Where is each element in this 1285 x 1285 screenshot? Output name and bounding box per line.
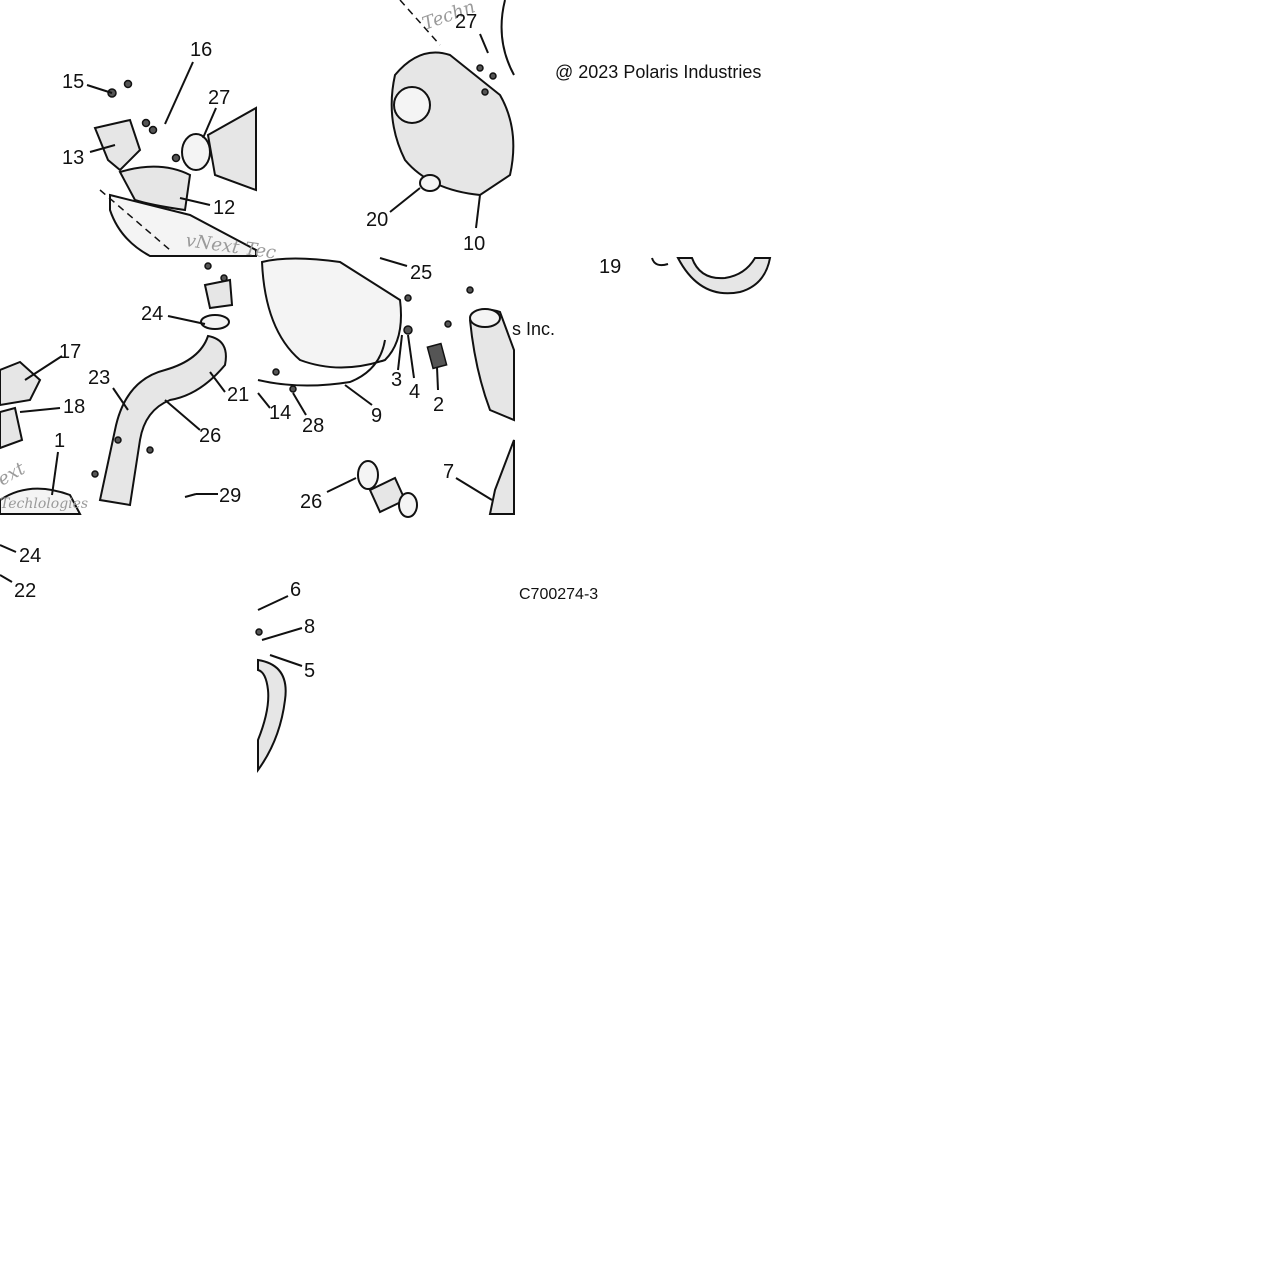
watermark-fragment: vNext Tec: [184, 230, 277, 263]
copyright-notice: @ 2023 Polaris Industries: [555, 62, 761, 82]
callout-1: 1: [54, 430, 65, 452]
callout-29: 29: [219, 485, 241, 507]
callout-23: 23: [88, 367, 110, 389]
callout-2: 2: [433, 394, 444, 416]
bolt: [403, 325, 413, 335]
bolt: [481, 88, 489, 96]
bolt: [444, 320, 452, 328]
bolt: [289, 385, 297, 393]
pipe-edge-shape: [488, 439, 515, 515]
callout-25: 25: [410, 262, 432, 284]
gasket-outline: [257, 339, 386, 387]
fan-housing-shape: [0, 360, 42, 407]
bolt: [123, 79, 133, 89]
tile-top-middle: [390, 0, 515, 197]
clamp-arc: [651, 257, 669, 267]
gasket-arc: [500, 0, 515, 76]
callout-10: 10: [463, 233, 485, 255]
callout-26: 26: [199, 425, 221, 447]
bolt: [91, 470, 99, 478]
bolt: [272, 368, 280, 376]
callout-21: 21: [227, 384, 249, 406]
callout-3: 3: [391, 369, 402, 391]
callout-19: 19: [599, 256, 621, 278]
callout-13: 13: [62, 147, 84, 169]
callouts: 16 15 27 13 12 27 20 10 19 24 17 23 21 1…: [14, 11, 621, 682]
bolt: [466, 286, 474, 294]
bolt: [171, 153, 181, 163]
clamp-ring: [357, 460, 379, 490]
bolt: [404, 294, 412, 302]
pin: [184, 493, 197, 498]
callout-28: 28: [302, 415, 324, 437]
clamp-ring: [181, 133, 211, 171]
exhaust-pipe-shape: [257, 658, 287, 774]
tile-top-right: [651, 257, 772, 295]
fan-cover-shape: [0, 487, 82, 515]
callout-8: 8: [304, 616, 315, 638]
bolt: [489, 72, 497, 80]
callout-6: 6: [290, 579, 301, 601]
bolt: [114, 436, 122, 444]
callout-5: 5: [304, 660, 315, 682]
lower-cover-shape: [109, 193, 257, 257]
callout-27b: 27: [455, 11, 477, 33]
inlet-cap: [469, 308, 501, 328]
callout-26b: 26: [300, 491, 322, 513]
watermark-fragment: ext: [0, 458, 29, 491]
callout-4: 4: [409, 381, 420, 403]
bolt: [476, 64, 484, 72]
tile-top-left: [93, 79, 257, 257]
outer-cover-shape: [260, 257, 402, 369]
outlet-elbow-shape: [203, 278, 234, 310]
callout-14: 14: [269, 402, 291, 424]
callout-24b: 24: [19, 545, 41, 567]
clutch-cover-shape: [390, 51, 515, 197]
callout-12: 12: [213, 197, 235, 219]
callout-18: 18: [63, 396, 85, 418]
dashed-guide: [99, 189, 171, 251]
callout-22: 22: [14, 580, 36, 602]
bolt: [220, 274, 228, 282]
bolt: [146, 446, 154, 454]
duct-pipe-shape: [98, 334, 227, 507]
dashed-guide: [399, 0, 441, 46]
tile-center: [257, 257, 515, 518]
callout-15: 15: [62, 71, 84, 93]
clutch-hub: [393, 86, 431, 124]
intake-tube-shape: [206, 106, 257, 192]
bolt: [148, 125, 158, 135]
fan-housing-lower: [0, 406, 24, 450]
bolt: [255, 628, 263, 636]
callout-17: 17: [59, 341, 81, 363]
bolt: [141, 118, 151, 128]
figure-code: C700274-3: [519, 586, 598, 603]
seal-washer: [419, 174, 441, 192]
decal-plate: [426, 342, 448, 370]
callout-20: 20: [366, 209, 388, 231]
callout-24: 24: [141, 303, 163, 325]
intake-duct-shape: [93, 118, 142, 172]
watermark-fragment: Techlologies: [0, 496, 88, 512]
pipe-arc-shape: [676, 257, 772, 295]
callout-9: 9: [371, 405, 382, 427]
clamp-ring: [398, 492, 418, 518]
tile-lower-middle: [255, 628, 287, 774]
callout-7: 7: [443, 461, 454, 483]
tile-middle-left: [0, 262, 234, 515]
bolt: [204, 262, 212, 270]
clamp-ring: [200, 314, 230, 330]
leader-lines: [0, 33, 493, 667]
callout-27: 27: [208, 87, 230, 109]
callout-16: 16: [190, 39, 212, 61]
copyright-fragment: s Inc.: [512, 319, 555, 339]
